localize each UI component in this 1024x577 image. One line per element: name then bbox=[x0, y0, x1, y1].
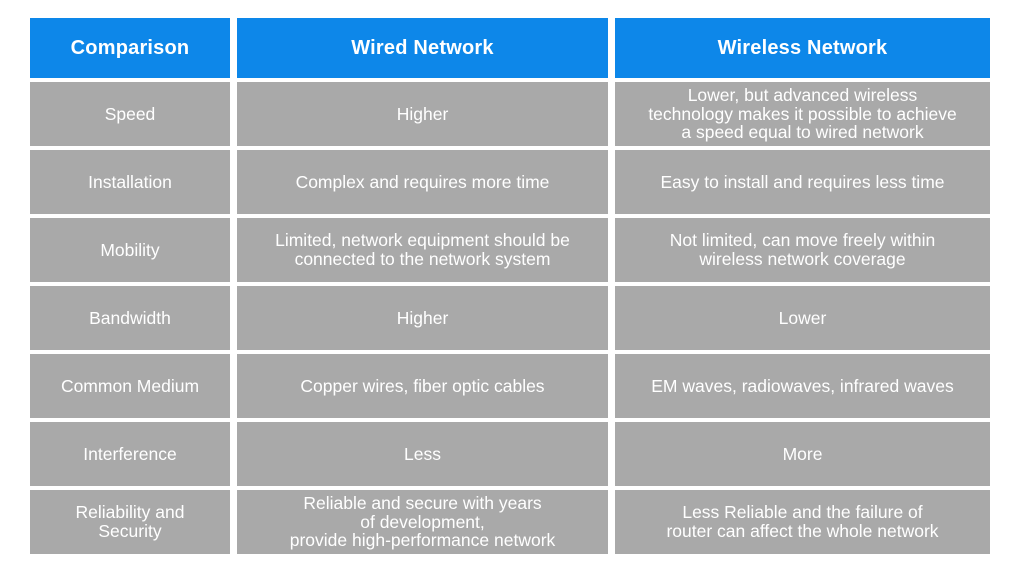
comparison-table: Comparison Wired Network Wireless Networ… bbox=[30, 18, 990, 554]
feature-cell: Speed bbox=[30, 82, 230, 146]
wired-cell: Higher bbox=[237, 82, 608, 146]
wired-cell: Less bbox=[237, 422, 608, 486]
wireless-cell: Easy to install and requires less time bbox=[615, 150, 990, 214]
feature-cell: Common Medium bbox=[30, 354, 230, 418]
wired-cell: Higher bbox=[237, 286, 608, 350]
feature-cell: Installation bbox=[30, 150, 230, 214]
feature-cell: Reliability and Security bbox=[30, 490, 230, 554]
feature-cell: Interference bbox=[30, 422, 230, 486]
feature-cell: Mobility bbox=[30, 218, 230, 282]
wireless-cell: Lower, but advanced wireless technology … bbox=[615, 82, 990, 146]
header-cell-wired-network: Wired Network bbox=[237, 18, 608, 78]
wired-cell: Limited, network equipment should be con… bbox=[237, 218, 608, 282]
wireless-cell: More bbox=[615, 422, 990, 486]
wireless-cell: Less Reliable and the failure of router … bbox=[615, 490, 990, 554]
wired-cell: Complex and requires more time bbox=[237, 150, 608, 214]
wired-cell: Reliable and secure with years of develo… bbox=[237, 490, 608, 554]
wireless-cell: Not limited, can move freely within wire… bbox=[615, 218, 990, 282]
wireless-cell: Lower bbox=[615, 286, 990, 350]
header-cell-wireless-network: Wireless Network bbox=[615, 18, 990, 78]
wired-cell: Copper wires, fiber optic cables bbox=[237, 354, 608, 418]
wireless-cell: EM waves, radiowaves, infrared waves bbox=[615, 354, 990, 418]
header-cell-comparison: Comparison bbox=[30, 18, 230, 78]
feature-cell: Bandwidth bbox=[30, 286, 230, 350]
